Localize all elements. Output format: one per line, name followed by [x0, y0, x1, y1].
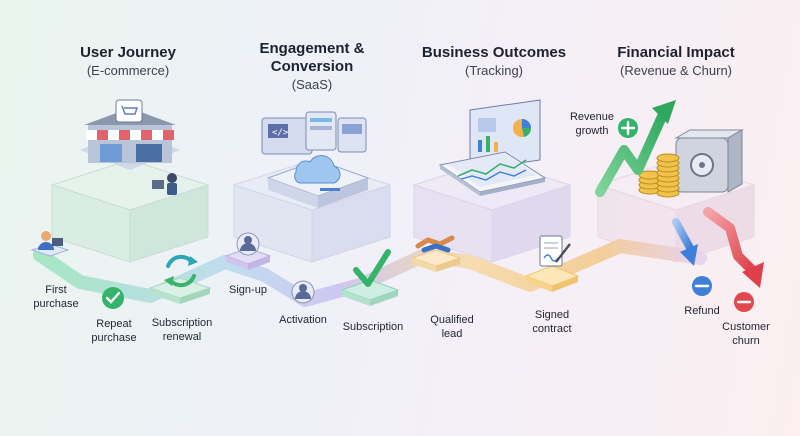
step-label-line: Customer	[722, 321, 770, 333]
contract-icon	[524, 235, 580, 292]
step-label-line: purchase	[33, 298, 79, 310]
platform-ecommerce	[50, 159, 210, 263]
stage-title-line: Business Outcomes	[421, 44, 567, 61]
stage-title-line: User Journey	[80, 44, 176, 61]
step-label-line: First	[45, 284, 67, 296]
stage-title-financial-impact: Financial Impact	[596, 44, 756, 62]
stage-subtitle-engagement: (SaaS)	[291, 77, 333, 92]
step-label-line: Subscription	[342, 321, 404, 333]
svg-text:</>: </>	[272, 128, 289, 138]
revenue-growth-arrow	[595, 100, 676, 197]
person-icon	[30, 231, 70, 257]
handshake-icon	[410, 235, 462, 272]
stage-subtitle-financial-impact: (Revenue & Churn)	[620, 63, 732, 78]
step-label-line: Sign-up	[229, 284, 267, 296]
plus-icon	[618, 118, 638, 138]
step-label-activation: Activation	[270, 313, 336, 327]
stage-title-line: Financial Impact	[617, 44, 735, 61]
check-icon	[340, 249, 400, 306]
minus-icon	[692, 276, 712, 296]
step-label-first-purchase: First purchase	[28, 283, 84, 311]
step-label-line: renewal	[162, 331, 202, 343]
stage-title-line: Engagement &	[259, 40, 365, 57]
step-label-subscription: Subscription	[336, 320, 410, 334]
step-label-line: contract	[532, 323, 572, 335]
step-label-line: Revenue	[569, 111, 615, 123]
laptop-dashboard-icon	[438, 99, 547, 196]
check-icon	[102, 287, 124, 309]
person-icon	[291, 280, 315, 304]
step-label-subscription-renewal: Subscription renewal	[140, 316, 224, 344]
minus-icon	[734, 292, 754, 312]
step-label-line: Refund	[684, 305, 720, 317]
step-label-signed-contract: Signed contract	[524, 308, 580, 336]
stage-title-line: Conversion	[270, 58, 354, 75]
step-label-line: Activation	[279, 314, 327, 326]
refund-arrow	[672, 218, 698, 266]
step-label-repeat-purchase: Repeat purchase	[86, 317, 142, 345]
step-label-qualified-lead: Qualified lead	[424, 313, 480, 341]
stage-title-engagement: Engagement & Conversion	[232, 40, 392, 76]
refresh-icon	[148, 254, 212, 304]
stage-title-user-journey: User Journey	[50, 44, 206, 62]
step-label-line: Qualified	[430, 314, 474, 326]
step-label-line: growth	[575, 125, 609, 137]
step-label-customer-churn: Customer churn	[714, 320, 778, 348]
stage-subtitle-business-outcomes: (Tracking)	[464, 63, 524, 78]
cloud-server-icon: </>	[261, 111, 370, 208]
step-label-line: purchase	[91, 332, 137, 344]
step-label-line: churn	[732, 335, 760, 347]
storefront-icon	[80, 99, 180, 195]
stage-subtitle-user-journey: (E-commerce)	[86, 63, 170, 78]
step-label-line: Signed	[534, 309, 570, 321]
step-label-line: Repeat	[96, 318, 132, 330]
stage-title-business-outcomes: Business Outcomes	[410, 44, 578, 62]
churn-arrow	[703, 207, 764, 288]
step-label-line: lead	[441, 328, 463, 340]
safe-coins-icon	[638, 129, 744, 198]
step-label-refund: Refund	[680, 304, 724, 318]
step-label-line: Subscription	[151, 317, 213, 329]
step-label-revenue-growth: Revenue growth	[566, 110, 618, 138]
person-icon	[224, 232, 272, 270]
step-label-sign-up: Sign-up	[222, 283, 274, 297]
